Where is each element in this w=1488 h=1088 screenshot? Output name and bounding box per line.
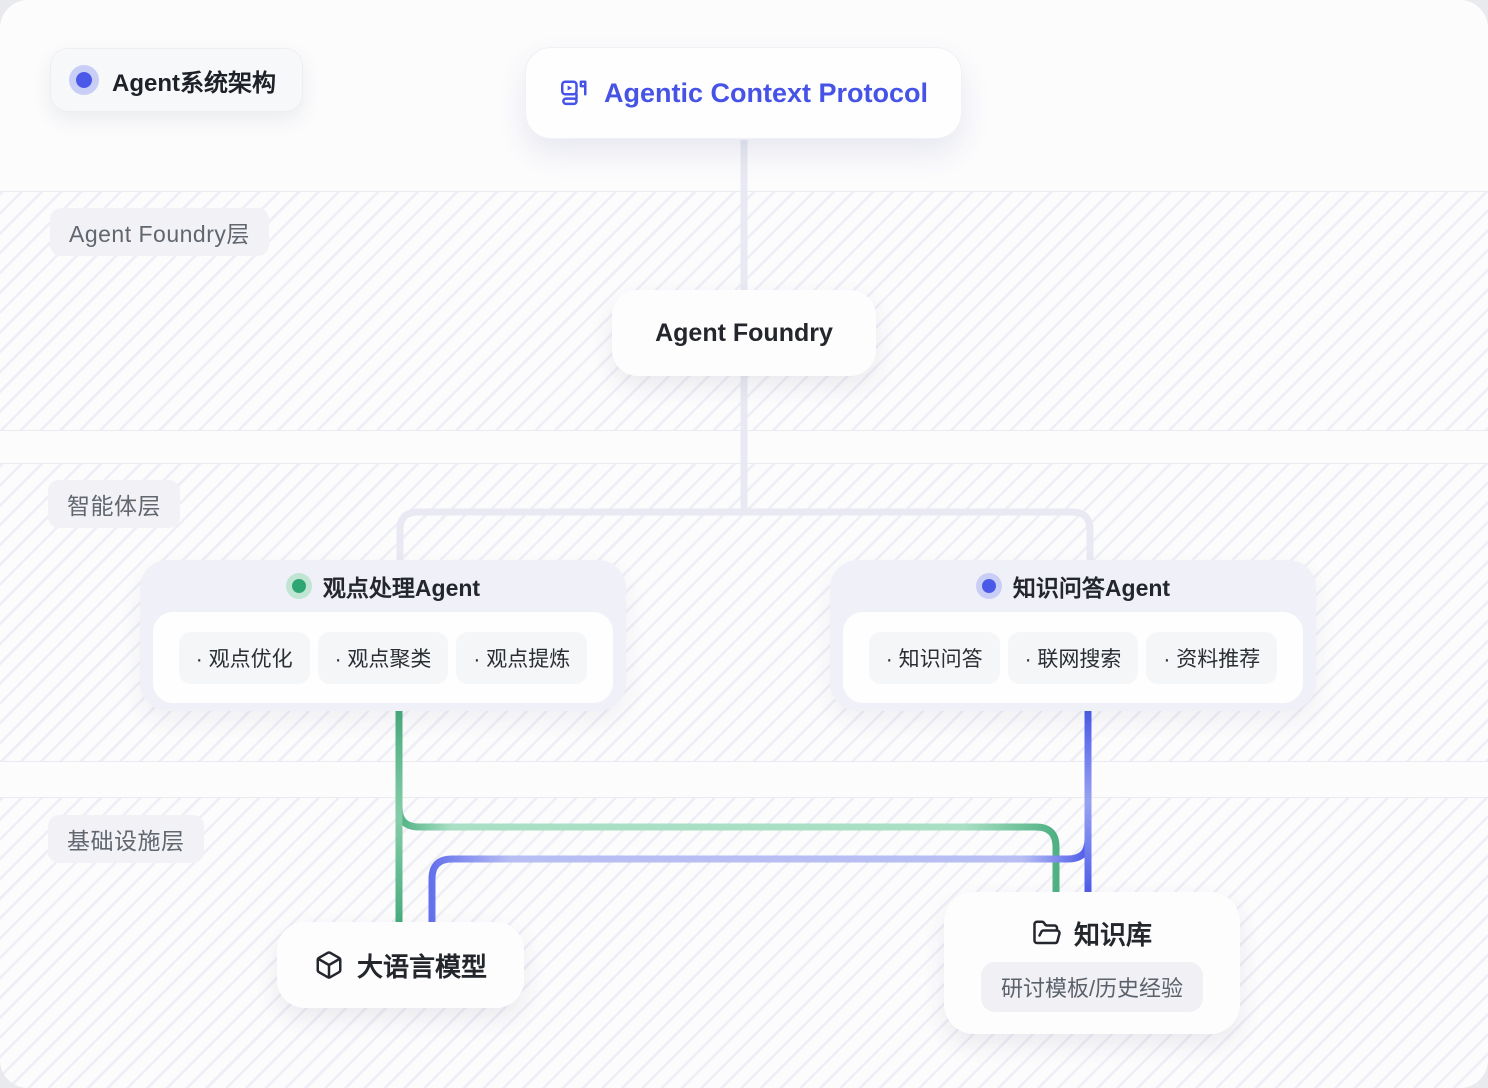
node-agent-foundry: Agent Foundry bbox=[612, 290, 876, 376]
card-opinion-agent: 观点处理Agent · 观点优化 · 观点聚类 · 观点提炼 bbox=[140, 560, 626, 711]
node-llm: 大语言模型 bbox=[277, 922, 524, 1008]
node-label: Agent Foundry bbox=[655, 318, 833, 347]
layer-label-text: 基础设施层 bbox=[67, 828, 185, 854]
protocol-pill: Agentic Context Protocol bbox=[525, 47, 963, 139]
wire-foundry-to-agents bbox=[396, 508, 1094, 561]
layer-label-agent-foundry: Agent Foundry层 bbox=[50, 208, 269, 256]
capability-tag: · 资料推荐 bbox=[1146, 631, 1278, 684]
layer-label-agents: 智能体层 bbox=[48, 480, 180, 528]
layer-label-text: 智能体层 bbox=[67, 493, 161, 519]
kb-subtitle-badge: 研讨模板/历史经验 bbox=[980, 961, 1204, 1012]
card-header: 观点处理Agent bbox=[140, 560, 626, 612]
cube-icon bbox=[316, 951, 342, 979]
capability-panel: · 观点优化 · 观点聚类 · 观点提炼 bbox=[153, 612, 613, 703]
layer-label-text: Agent Foundry层 bbox=[69, 221, 250, 247]
legend-label: Agent系统架构 bbox=[112, 69, 276, 97]
capability-tag: · 观点聚类 bbox=[317, 631, 449, 684]
green-dot-icon bbox=[285, 573, 312, 599]
layer-label-infrastructure: 基础设施层 bbox=[48, 815, 204, 863]
layer-band-infrastructure bbox=[0, 797, 1488, 1088]
capability-panel: · 知识问答 · 联网搜索 · 资料推荐 bbox=[843, 612, 1303, 703]
node-label: 大语言模型 bbox=[356, 951, 487, 982]
card-qa-agent: 知识问答Agent · 知识问答 · 联网搜索 · 资料推荐 bbox=[830, 560, 1316, 711]
kb-subtitle-text: 研讨模板/历史经验 bbox=[1000, 975, 1184, 1001]
node-knowledge-base: 知识库 研讨模板/历史经验 bbox=[944, 892, 1240, 1034]
legend-badge: Agent系统架构 bbox=[50, 48, 303, 112]
capability-tag: · 观点优化 bbox=[178, 631, 310, 684]
protocol-label: Agentic Context Protocol bbox=[604, 77, 929, 108]
blue-dot-icon bbox=[975, 573, 1002, 599]
node-label: 知识库 bbox=[1073, 919, 1152, 950]
protocol-icon bbox=[560, 80, 587, 106]
folder-open-icon bbox=[1033, 920, 1061, 945]
blue-dot-icon bbox=[69, 65, 99, 95]
wire-opinion-agent-to-knowledge-base bbox=[395, 711, 1060, 894]
card-header: 知识问答Agent bbox=[830, 560, 1316, 612]
capability-tag: · 联网搜索 bbox=[1007, 631, 1139, 684]
kb-title-row: 知识库 bbox=[1032, 915, 1152, 952]
agent-title: 知识问答Agent bbox=[1012, 575, 1171, 601]
agent-title: 观点处理Agent bbox=[322, 575, 481, 601]
capability-tag: · 知识问答 bbox=[868, 631, 1000, 684]
capability-tag: · 观点提炼 bbox=[456, 631, 588, 684]
